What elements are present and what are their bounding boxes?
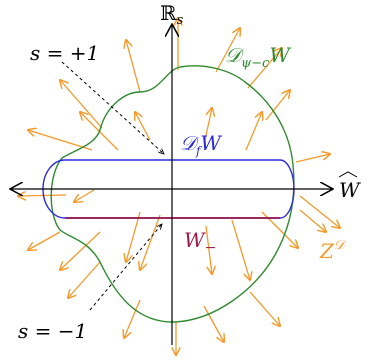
vector-arrow bbox=[247, 48, 282, 89]
vector-arrow bbox=[28, 231, 61, 250]
vector-arrow bbox=[249, 291, 280, 326]
horizontal-axis-label-hat bbox=[338, 171, 358, 178]
vector-arrow bbox=[124, 299, 141, 338]
domain-psi-label: 𝒟ψ−cW bbox=[225, 43, 291, 71]
vector-arrow bbox=[299, 195, 340, 228]
horizontal-axis-label: W bbox=[339, 178, 361, 202]
vertical-axis-label: ℝs bbox=[160, 1, 184, 28]
vector-arrow bbox=[140, 214, 161, 270]
s-minus-label: s = −1 bbox=[18, 319, 87, 343]
vector-arrow bbox=[74, 189, 95, 202]
vector-arrow bbox=[205, 225, 212, 274]
vector-arrow bbox=[60, 231, 101, 270]
vector-arrow bbox=[126, 211, 141, 262]
vector-arrow bbox=[60, 80, 103, 129]
vector-arrow bbox=[204, 108, 212, 141]
vector-arrow bbox=[18, 195, 67, 196]
s-plus-pointer bbox=[61, 61, 164, 154]
vector-arrow bbox=[68, 261, 101, 298]
s-plus-label: s = +1 bbox=[30, 41, 99, 65]
w-minus-label: W− bbox=[184, 228, 216, 256]
domain-f-label: 𝒟fW bbox=[180, 131, 222, 158]
vector-arrow bbox=[28, 130, 93, 151]
vector-arrow bbox=[299, 209, 326, 232]
vector-arrow bbox=[265, 90, 290, 121]
vector-arrow bbox=[231, 219, 250, 280]
vector-field-z bbox=[18, 18, 340, 355]
s-minus-pointer bbox=[89, 224, 162, 311]
z-field-label: Z𝒟 bbox=[319, 238, 347, 263]
vector-arrow bbox=[126, 40, 141, 93]
vector-arrow bbox=[215, 28, 240, 73]
vector-arrow bbox=[295, 154, 330, 163]
vector-arrow bbox=[135, 112, 151, 141]
vector-arrow bbox=[245, 112, 262, 151]
vector-arrow bbox=[203, 305, 224, 342]
